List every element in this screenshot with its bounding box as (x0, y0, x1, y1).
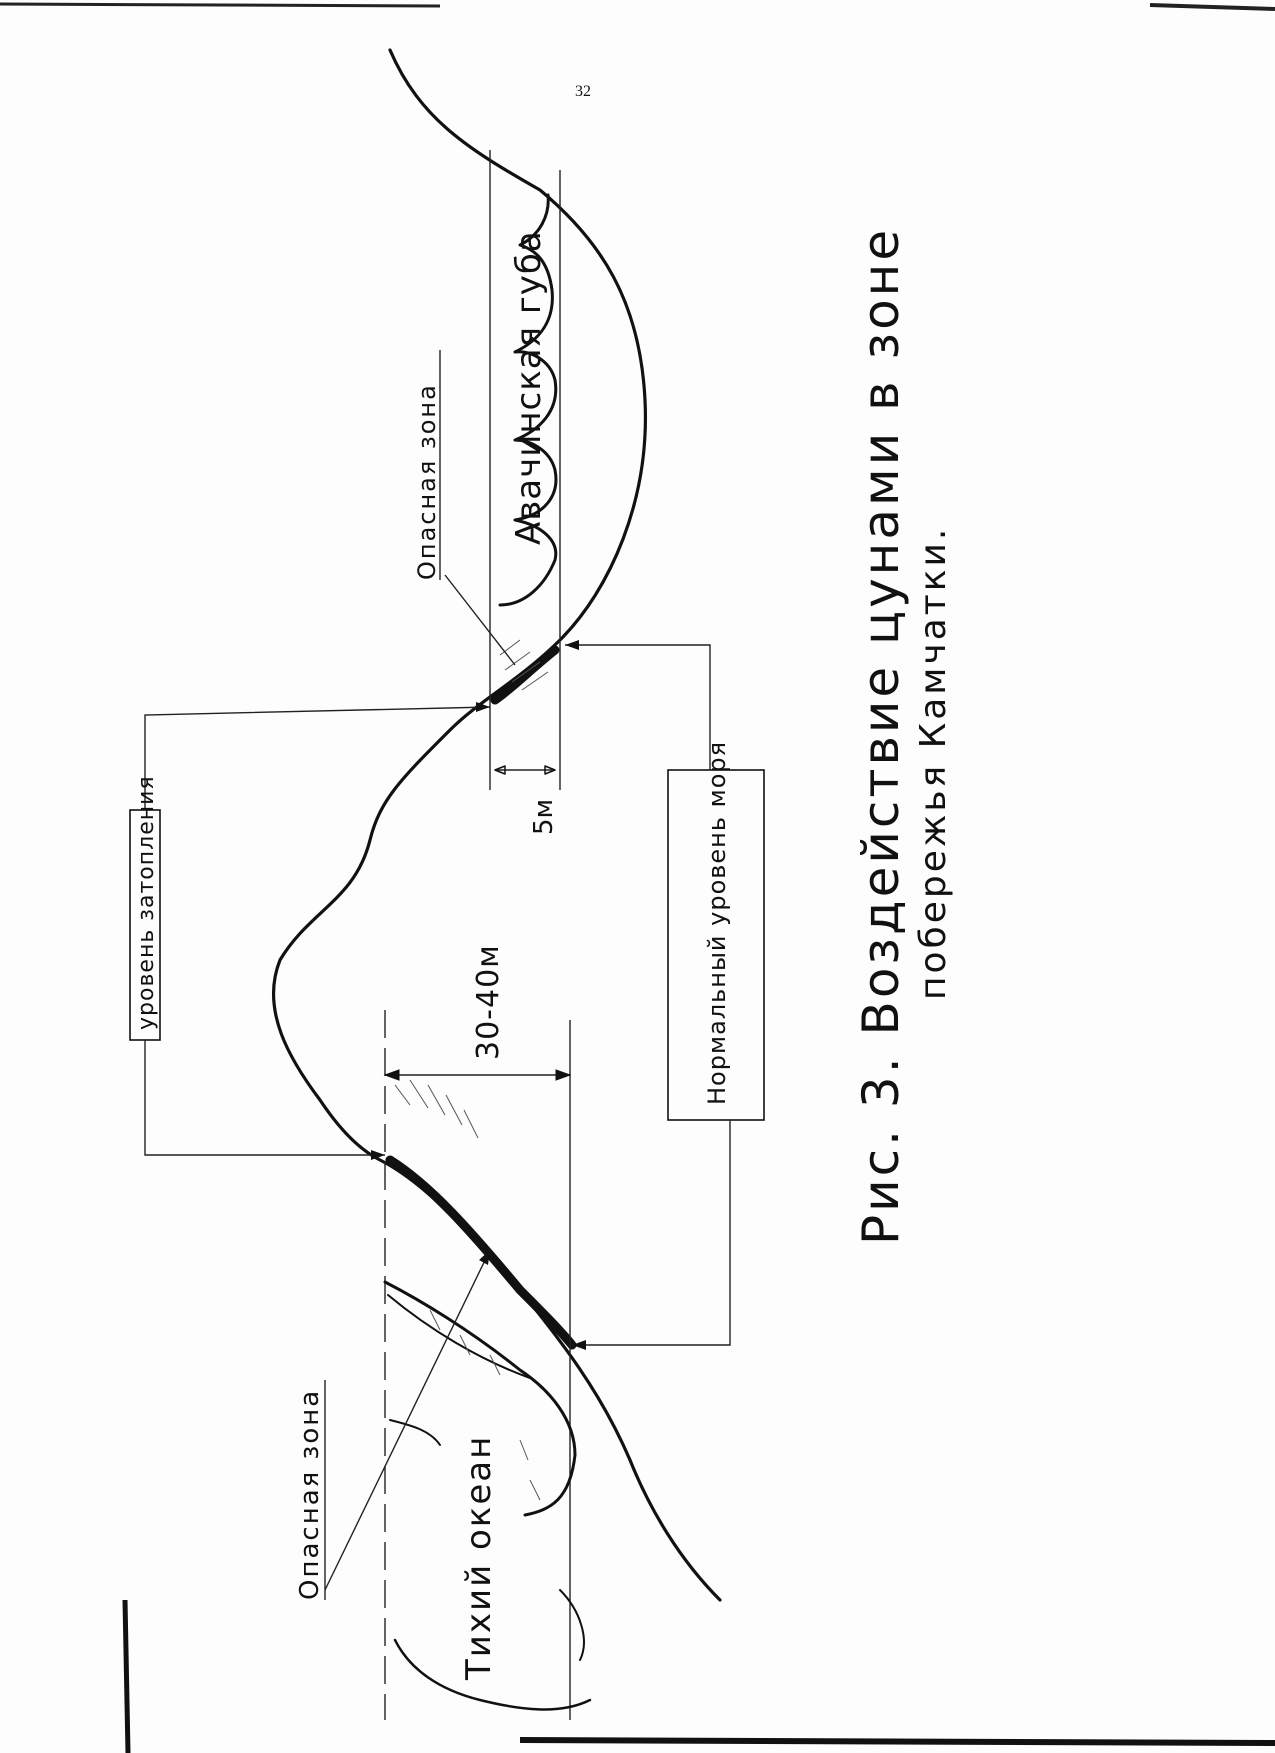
tsunami-wave-large-back (387, 1294, 531, 1379)
label-pacific-ocean: Тихий океан (459, 1435, 499, 1681)
flood-leader-left-arrow (371, 1150, 385, 1160)
scan-edge-top-right (1149, 3, 1275, 11)
hatch-left (394, 1079, 541, 1501)
ocean-wave-small-2 (559, 1589, 585, 1661)
sea-leader-right (565, 644, 711, 770)
dim-30-40m-arrow-left (383, 1069, 400, 1081)
scan-edge-bottom (519, 1737, 1275, 1746)
sea-leader-left-arrow (572, 1340, 586, 1350)
page-number: 32 (575, 83, 591, 100)
label-flood-level: уровень затопления (134, 775, 159, 1030)
label-avacha-bay: Авачинская губа (509, 230, 549, 545)
label-dim-30-40m: 30-40м (471, 944, 506, 1060)
figure-caption-line1: Рис. 3. Воздействие цунами в зоне (852, 227, 910, 1245)
label-danger-zone-right: Опасная зона (413, 383, 441, 580)
danger-zone-right-leader (444, 574, 516, 666)
hatch-right (499, 639, 549, 691)
danger-zone-left-arrow (479, 1250, 490, 1265)
sea-leader-right-arrow (565, 640, 579, 650)
figure-caption-line2: побережья Камчатки. (913, 526, 954, 1000)
dim-5m-arrow-right (544, 765, 556, 775)
flood-leader-right-arrow (476, 702, 490, 712)
ocean-wave-small-1 (389, 1419, 441, 1446)
ocean-wave-bottom (393, 1638, 592, 1711)
label-dim-5m: 5м (529, 799, 559, 835)
flood-leader-right (144, 706, 491, 810)
danger-zone-left-leader (324, 1249, 491, 1591)
scan-edge-left (122, 1599, 131, 1753)
dim-5m-arrow-left (494, 765, 506, 775)
normal-sea-level-box (667, 769, 765, 1121)
label-danger-zone-left: Опасная зона (295, 1389, 325, 1600)
dim-30-40m-arrow-right (555, 1069, 572, 1081)
scan-edge-top (0, 2, 441, 8)
danger-strip-right (490, 645, 560, 705)
tsunami-wave-large (383, 1280, 577, 1517)
label-normal-sea-level: Нормальный уровень моря (703, 741, 731, 1105)
flood-leader-left (144, 1040, 385, 1156)
danger-strip-left (385, 1155, 577, 1350)
bay-waves (498, 193, 558, 607)
sea-leader-left (572, 1120, 731, 1346)
